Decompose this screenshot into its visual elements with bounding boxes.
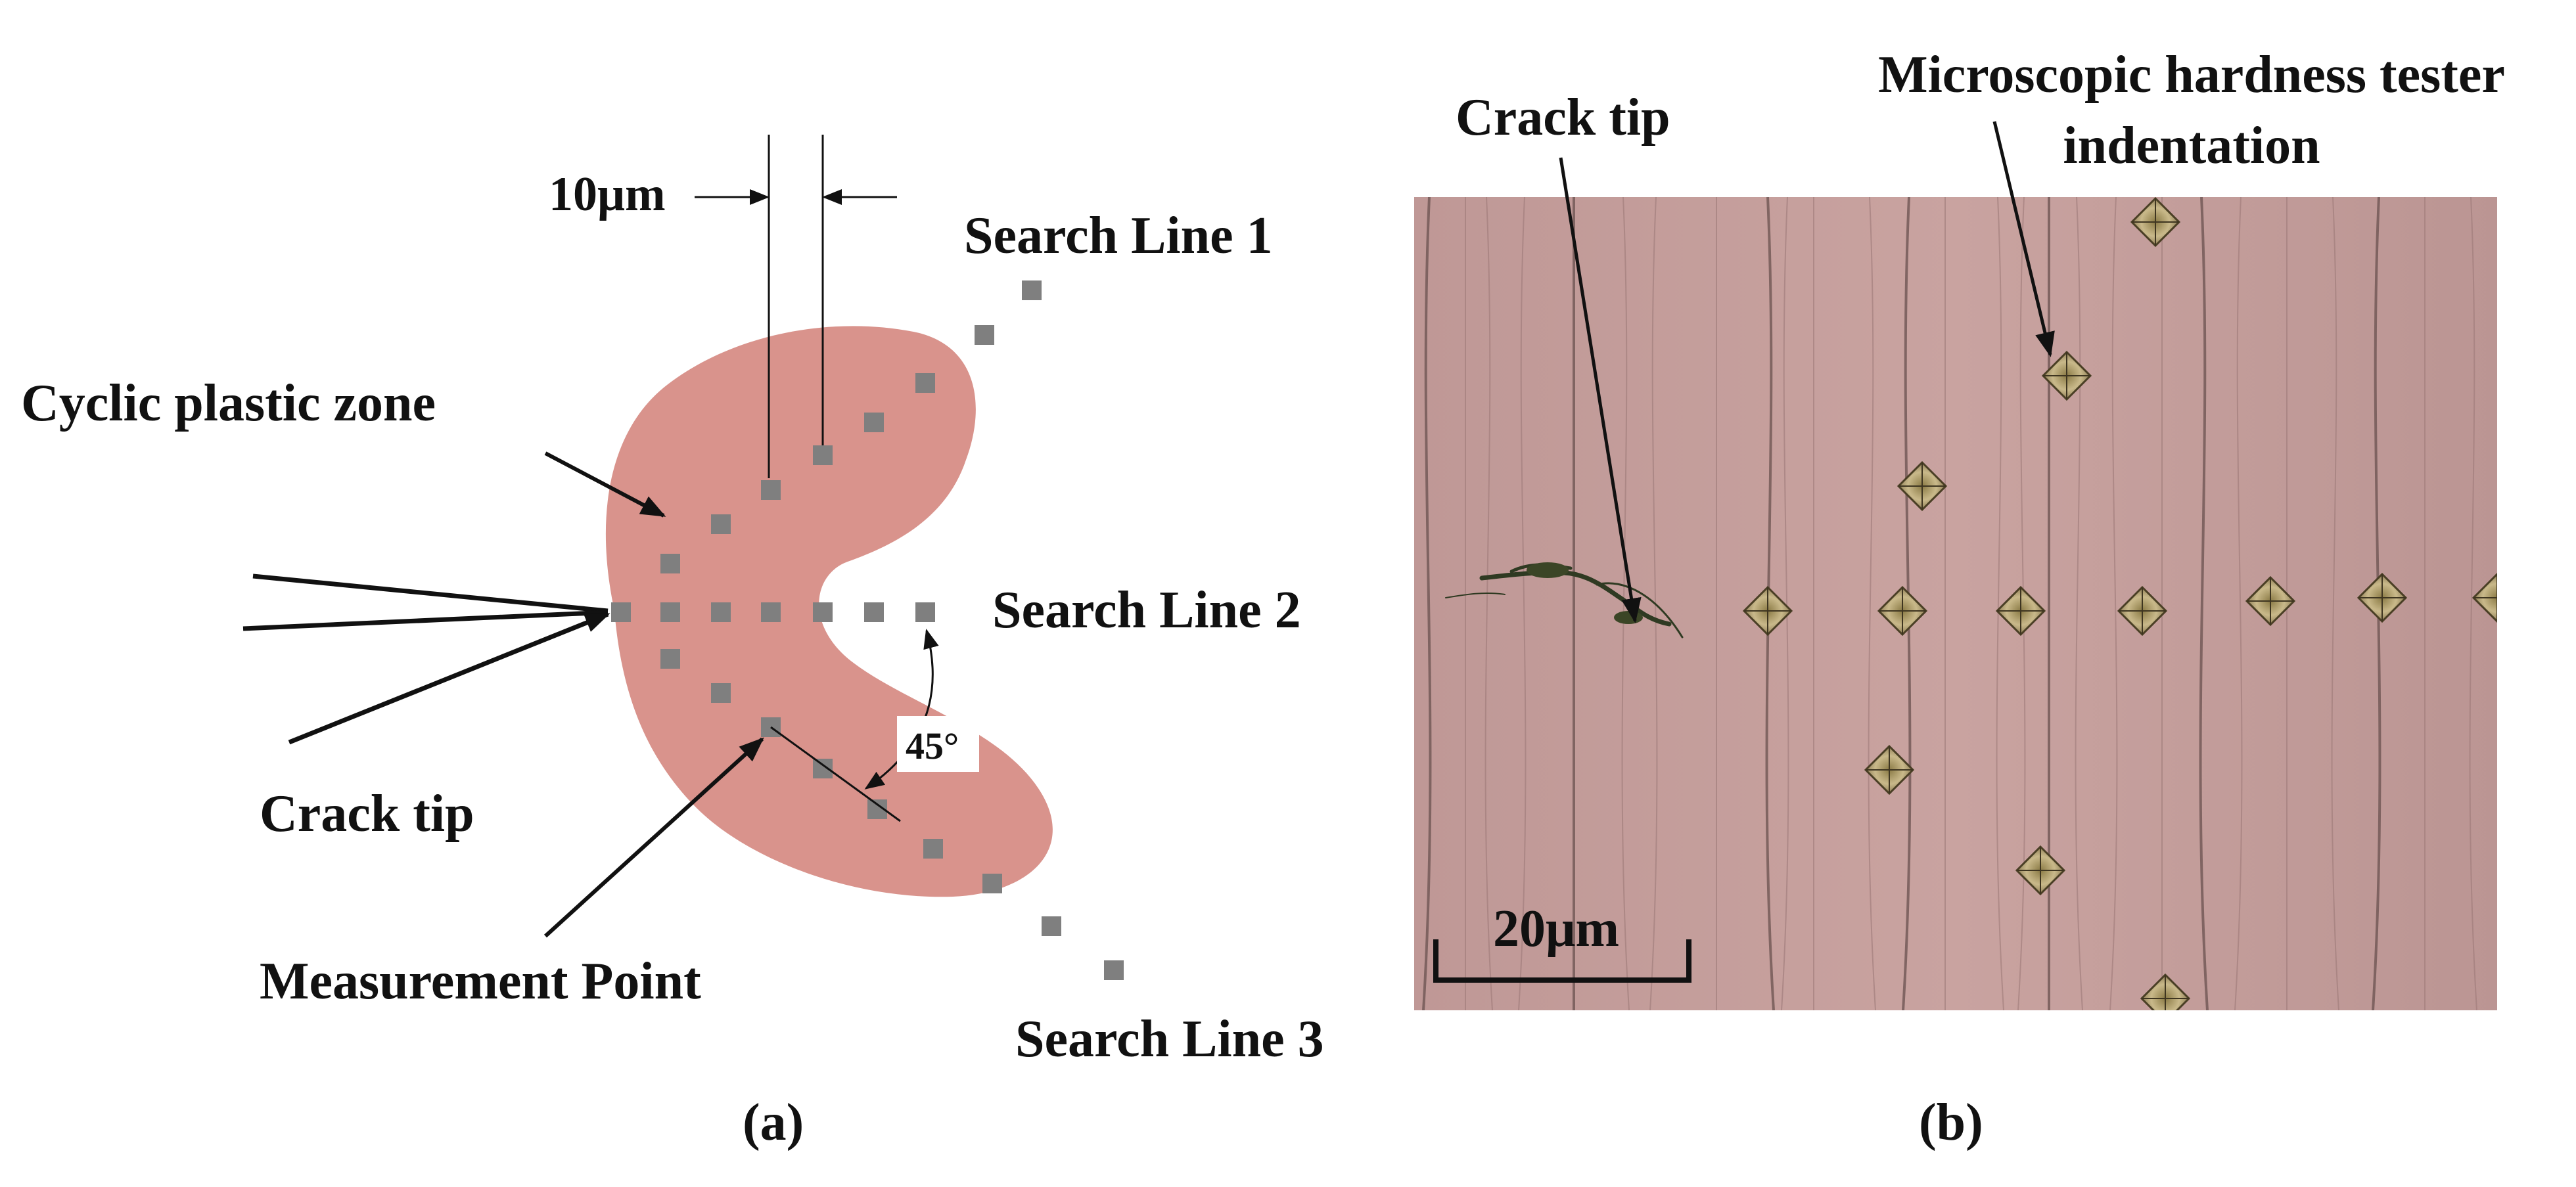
measurement-point [975, 325, 994, 345]
hardness-indentations [1742, 197, 2497, 1010]
spacing-guides [695, 135, 897, 478]
indentation-mark [2041, 350, 2092, 401]
indentation-mark [1877, 585, 1928, 637]
crack-tip-label-b: Crack tip [1456, 89, 1670, 146]
measurement-point [813, 759, 833, 778]
measurement-point [660, 602, 680, 622]
measurement-point [864, 602, 884, 622]
micrograph-image [1414, 197, 2497, 1010]
indentation-mark [1995, 585, 2046, 637]
panel-a-label: (a) [743, 1094, 804, 1152]
angle-label: 45° [906, 725, 959, 767]
measurement-point-label: Measurement Point [260, 952, 701, 1010]
search-line-2-label: Search Line 2 [992, 581, 1301, 639]
scale-bar-label: 20μm [1493, 900, 1619, 958]
measurement-point [660, 649, 680, 669]
spacing-label: 10μm [549, 168, 666, 221]
measurement-point [1042, 916, 1061, 936]
measurement-point [761, 602, 781, 622]
surface-streak [2234, 197, 2243, 1010]
surface-streak [2109, 197, 2118, 1010]
surface-streak [1868, 197, 1876, 1010]
measurement-point [711, 514, 731, 534]
surface-streak [1518, 197, 1527, 1010]
indentation-label-line1: Microscopic hardness tester [1878, 46, 2505, 104]
panel-b-label: (b) [1919, 1094, 1983, 1152]
measurement-point [864, 413, 884, 432]
indentation-mark [2472, 572, 2497, 623]
surface-streak [1422, 197, 1432, 1010]
surface-streak [2331, 197, 2339, 1010]
measurement-point [915, 373, 935, 393]
surface-streak [2469, 197, 2477, 1010]
measurement-point [1104, 960, 1124, 980]
surface-streak [1996, 197, 2004, 1010]
label-pointers [543, 451, 764, 938]
measurement-point [711, 683, 731, 703]
surface-streak [1621, 197, 1630, 1010]
measurement-points [611, 280, 1124, 980]
micrograph-pointers [1559, 121, 2055, 623]
indentation-mark [2117, 585, 2168, 637]
surface-streak [2199, 197, 2209, 1010]
panel-a-schematic: 10μm 45° Cyclic plastic zone Crack tip M… [21, 135, 1324, 1152]
crack-tip-label-a: Crack tip [260, 785, 474, 843]
measurement-point [813, 602, 833, 622]
indentation-mark [1897, 460, 1948, 512]
measurement-point [982, 874, 1002, 893]
surface-streak [1484, 197, 1493, 1010]
crack-lines [242, 573, 610, 745]
scale-bar [1433, 939, 1691, 983]
indentation-label-line2: indentation [2063, 117, 2320, 175]
measurement-point [1022, 280, 1042, 300]
cyclic-plastic-zone-label: Cyclic plastic zone [21, 374, 436, 432]
surface-streak [2075, 197, 2083, 1010]
indentation-mark [1742, 585, 1793, 637]
angle-label-box [897, 716, 979, 772]
measurement-point [711, 602, 731, 622]
indentation-mark [2015, 845, 2066, 896]
indentation-mark [2245, 575, 2296, 627]
surface-streak [1781, 197, 1789, 1010]
measurement-point [923, 839, 943, 859]
indentation-mark [2130, 197, 2181, 248]
search-line-3-label: Search Line 3 [1015, 1010, 1324, 1068]
search-line-1-label: Search Line 1 [964, 207, 1273, 265]
measurement-point [761, 480, 781, 500]
measurement-point [915, 602, 935, 622]
indentation-mark [2357, 572, 2408, 623]
panel-b-micrograph: 20μm Crack tip Microscopic hardness test… [1414, 46, 2505, 1152]
surface-streak [1649, 197, 1658, 1010]
indentation-mark [1864, 744, 1915, 795]
measurement-point [813, 445, 833, 465]
indentation-mark [2140, 973, 2191, 1010]
measurement-point [611, 602, 631, 622]
measurement-point [660, 554, 680, 573]
